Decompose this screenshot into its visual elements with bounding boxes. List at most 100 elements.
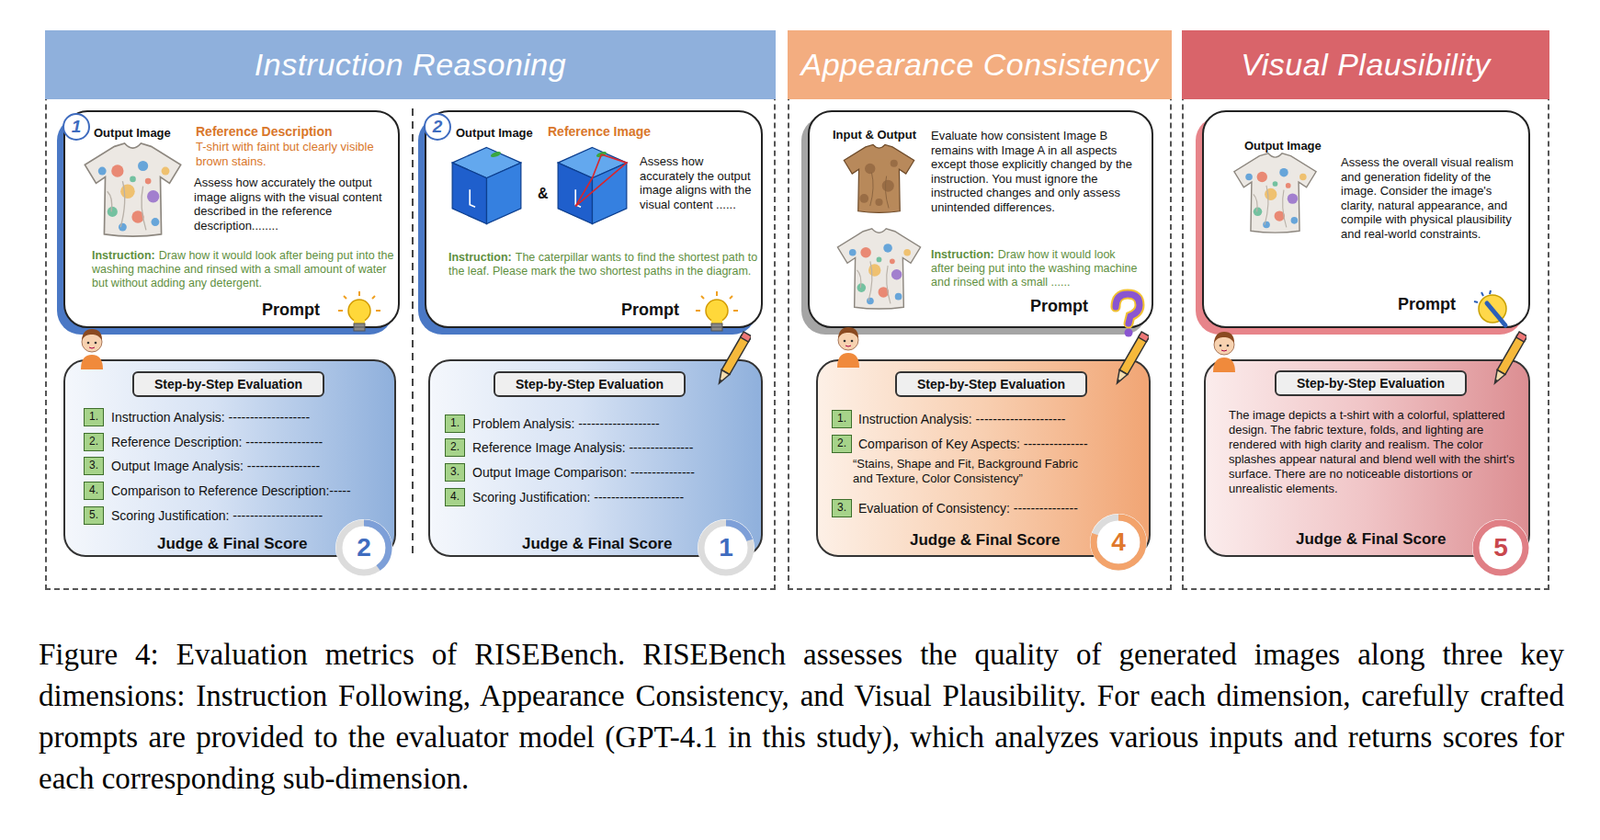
evaluation-text: The image depicts a t-shirt with a color… xyxy=(1228,408,1519,497)
score-value: 1 xyxy=(695,517,757,579)
score-ring xyxy=(335,519,393,577)
touch-icon xyxy=(1474,290,1507,326)
score-label-slot: Judge & Final Score xyxy=(157,534,307,554)
reference-label: Reference Image xyxy=(547,124,651,139)
kid-icon xyxy=(837,327,860,368)
prompt-label-slot: Prompt xyxy=(1030,295,1089,317)
step-text: Reference Image Analysis: --------------… xyxy=(472,438,693,457)
ampersand-symbol: & xyxy=(537,185,549,203)
bulb-icon xyxy=(695,291,738,331)
score-ring xyxy=(1472,519,1530,577)
section-panel: Instruction Reasoning1Output ImageRefere… xyxy=(45,30,776,591)
score-value: 5 xyxy=(1470,517,1532,579)
score-value: 2 xyxy=(333,517,395,579)
prompt-label: Prompt xyxy=(621,299,680,320)
step-number-slot: 1. xyxy=(831,409,852,429)
kid-icon xyxy=(80,329,103,370)
prompt-text-slot: Assess how accurately the output image a… xyxy=(193,175,397,233)
prompt-card: Output ImageAssess the overall visual re… xyxy=(1202,110,1531,329)
pencil-icon xyxy=(1112,331,1150,386)
aspect-list-slot: “Stains, Shape and Fit, Background Fabri… xyxy=(852,456,1097,487)
prompt-text: Assess how accurately the output image a… xyxy=(193,175,397,233)
section-heading: Appearance Consistency xyxy=(787,30,1172,100)
score-value-slot: 1 xyxy=(695,517,757,579)
step-text-slot: Instruction Analysis: ------------------… xyxy=(858,409,1067,429)
instruction-text: Instruction: xyxy=(91,249,156,262)
step-number-slot: 5. xyxy=(83,506,104,525)
step-text-slot: Output Image Analysis: ----------------- xyxy=(111,456,320,476)
reference-label: Reference Description xyxy=(195,124,333,139)
step-text-slot: Problem Analysis: ------------------- xyxy=(472,414,660,433)
prompt-text: Assess how accurately the output image a… xyxy=(639,154,758,212)
step-header-slot: Step-by-Step Evaluation xyxy=(493,371,686,398)
score-value-slot: 2 xyxy=(333,517,395,579)
step-text-slot: Evaluation of Consistency: -------------… xyxy=(858,499,1079,518)
reference-label-slot: Reference Image xyxy=(547,123,651,140)
step-number: 2. xyxy=(831,434,852,454)
step-header: Step-by-Step Evaluation xyxy=(895,371,1088,398)
bulb-icon xyxy=(338,291,381,331)
step-text-slot: Reference Description: -----------------… xyxy=(111,432,323,452)
step-number-slot: 2. xyxy=(444,438,466,457)
reference-text: T-shirt with faint but clearly visible b… xyxy=(195,139,391,170)
step-number-slot: 1. xyxy=(83,408,104,427)
section-panel: Appearance ConsistencyInput & OutputEval… xyxy=(787,30,1172,591)
divider-line xyxy=(411,108,414,557)
prompt-text-slot: Assess how accurately the output image a… xyxy=(639,154,758,212)
prompt-label: Prompt xyxy=(1030,295,1089,317)
step-text: Output Image Analysis: ----------------- xyxy=(111,456,320,476)
pencil-icon xyxy=(1490,331,1528,386)
step-text-slot: Comparison of Key Aspects: -------------… xyxy=(858,434,1089,454)
prompt-text-slot: Evaluate how consistent Image B remains … xyxy=(930,128,1143,215)
score-label-slot: Judge & Final Score xyxy=(1295,530,1446,549)
step-text-slot: Reference Image Analysis: --------------… xyxy=(472,438,693,457)
score-value: 4 xyxy=(1088,511,1149,573)
step-number: 5. xyxy=(83,506,104,525)
score-value-slot: 5 xyxy=(1470,517,1532,579)
cube-image xyxy=(452,147,522,225)
step-number: 3. xyxy=(83,456,104,476)
score-ring xyxy=(697,519,755,577)
step-text: Reference Description: -----------------… xyxy=(111,432,323,452)
prompt-label-slot: Prompt xyxy=(621,299,680,320)
step-text: Output Image Comparison: --------------- xyxy=(472,463,695,482)
callout-number-slot: 1 xyxy=(62,113,91,141)
pencil-icon xyxy=(714,331,752,386)
instruction-text: Instruction:Draw how it would look after… xyxy=(930,248,1141,290)
step-text-slot: Comparison to Reference Description:----… xyxy=(111,481,352,500)
score-ring xyxy=(1089,513,1147,571)
step-number-slot: 4. xyxy=(83,481,104,500)
evaluation-card: Step-by-Step Evaluation 1. Instruction Ana… xyxy=(816,359,1151,557)
score-label: Judge & Final Score xyxy=(1295,530,1446,549)
kid-icon xyxy=(1213,331,1236,373)
instruction-text: Instruction: xyxy=(930,248,995,261)
step-number-slot: 3. xyxy=(444,463,466,482)
step-number-slot: 2. xyxy=(83,432,104,452)
score-label-slot: Judge & Final Score xyxy=(521,534,672,554)
step-text: Evaluation of Consistency: -------------… xyxy=(858,499,1079,518)
image-label-slot: Output Image xyxy=(1244,136,1322,154)
step-text-slot: Scoring Justification: -----------------… xyxy=(472,487,684,507)
step-text-slot: Output Image Comparison: --------------- xyxy=(472,463,695,482)
instruction-text-slot: Instruction:The caterpillar wants to fin… xyxy=(448,250,760,279)
image-label-slot: Output Image xyxy=(93,124,171,141)
step-text: Comparison of Key Aspects: -------------… xyxy=(858,434,1089,454)
prompt-label-slot: Prompt xyxy=(1397,294,1456,315)
image-label-slot: Output Image xyxy=(455,124,534,141)
step-number: 4. xyxy=(83,481,104,500)
image-label: Output Image xyxy=(455,125,534,141)
caption-slot: Figure 4: Evaluation metrics of RISEBenc… xyxy=(38,634,1565,800)
instruction-text: Instruction: xyxy=(448,250,512,264)
cube-image xyxy=(557,147,627,225)
evaluation-card: Step-by-Step EvaluationThe image depicts… xyxy=(1203,359,1531,557)
prompt-label: Prompt xyxy=(1397,294,1456,315)
prompt-label: Prompt xyxy=(261,299,320,320)
image-label: Input & Output xyxy=(832,127,917,143)
prompt-card: 2Output ImageReference Image&Assess how … xyxy=(424,110,763,329)
image-label-slot: Input & Output xyxy=(832,125,917,143)
step-number-slot: 1. xyxy=(444,414,466,433)
image-label: Output Image xyxy=(1244,138,1322,154)
tshirt-image xyxy=(1234,153,1317,233)
step-number: 2. xyxy=(444,438,466,457)
tshirt-image xyxy=(84,143,181,237)
